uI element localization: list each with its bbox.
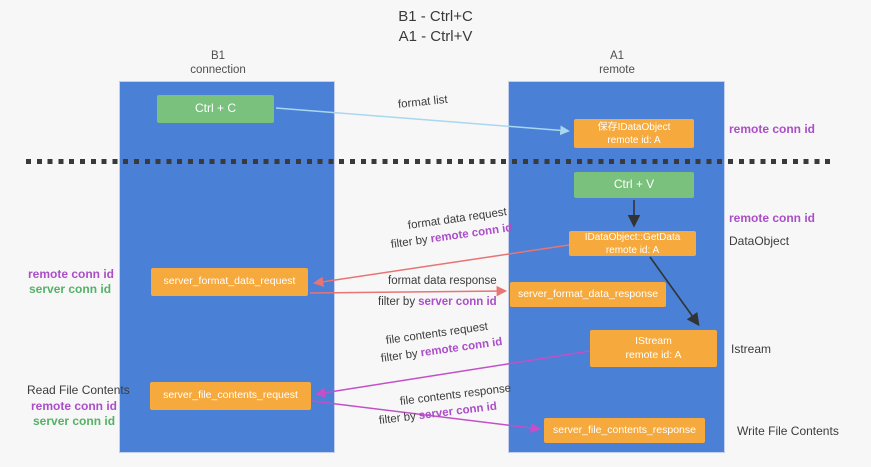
lane-b1-title: B1 xyxy=(210,50,226,62)
node-istream-line2: remote id: A xyxy=(625,348,682,361)
node-ctrl-v: Ctrl + V xyxy=(574,172,694,198)
lane-a1-subtitle: remote xyxy=(599,64,635,76)
annotation-remote-conn-id-top-right: remote conn id xyxy=(729,122,816,136)
lane-a1-title: A1 xyxy=(609,50,625,62)
node-ctrl-c: Ctrl + C xyxy=(157,95,274,123)
arrow-getdata-to-istream xyxy=(649,256,700,327)
node-idataobject-getdata: IDataObject::GetData remote id: A xyxy=(569,231,696,256)
session-separator-dashed-line xyxy=(26,159,833,164)
node-format-response-label: server_format_data_response xyxy=(517,287,659,300)
annotation-remote-conn-id-left-file: remote conn id xyxy=(31,399,118,413)
lane-header-b1: B1 connection xyxy=(158,49,278,77)
node-istream-line1: IStream xyxy=(635,334,672,347)
annotation-server-conn-id-left-file: server conn id xyxy=(33,414,116,428)
arrow-format-list xyxy=(275,107,570,136)
annotation-server-conn-id-left-format: server conn id xyxy=(29,282,112,296)
server-conn-id-text: server conn id xyxy=(418,296,497,308)
arrow-file-contents-response xyxy=(311,400,542,434)
node-istream: IStream remote id: A xyxy=(590,330,717,367)
node-server-file-contents-response: server_file_contents_response xyxy=(544,418,705,443)
label-format-data-response: format data response xyxy=(388,275,497,287)
annotation-read-file-contents: Read File Contents xyxy=(27,383,130,397)
annotation-remote-conn-id-mid-right: remote conn id xyxy=(729,211,816,225)
node-file-response-label: server_file_contents_response xyxy=(552,423,696,436)
annotation-dataobject: DataObject xyxy=(729,234,790,248)
diagram-title: B1 - Ctrl+C A1 - Ctrl+V xyxy=(0,7,871,47)
node-saved-idataobject-line1: 保存IDataObject xyxy=(597,121,671,133)
lane-b1-subtitle: connection xyxy=(190,64,246,76)
lane-header-a1: A1 remote xyxy=(557,49,677,77)
filter-by-text: filter by xyxy=(378,296,416,308)
title-line-2: A1 - Ctrl+V xyxy=(398,28,473,45)
annotation-write-file-contents: Write File Contents xyxy=(737,424,839,438)
node-file-request-label: server_file_contents_request xyxy=(163,389,298,402)
arrow-format-data-response xyxy=(309,285,508,297)
node-saved-idataobject-line2: remote id: A xyxy=(607,134,661,146)
annotation-istream: Istream xyxy=(731,342,772,356)
node-ctrl-v-label: Ctrl + V xyxy=(613,177,655,192)
node-server-format-data-request: server_format_data_request xyxy=(151,268,308,296)
node-ctrl-c-label: Ctrl + C xyxy=(194,101,236,116)
node-saved-idataobject: 保存IDataObject remote id: A xyxy=(574,119,694,148)
node-server-file-contents-request: server_file_contents_request xyxy=(150,382,311,410)
title-line-1: B1 - Ctrl+C xyxy=(398,8,473,25)
node-server-format-data-response: server_format_data_response xyxy=(510,282,666,307)
arrow-file-contents-request xyxy=(314,350,591,398)
arrow-format-data-request xyxy=(312,244,570,287)
node-format-request-label: server_format_data_request xyxy=(163,275,296,288)
annotation-remote-conn-id-left-format: remote conn id xyxy=(28,267,115,281)
node-getdata-line1: IDataObject::GetData xyxy=(584,231,681,243)
node-getdata-line2: remote id: A xyxy=(605,244,660,256)
